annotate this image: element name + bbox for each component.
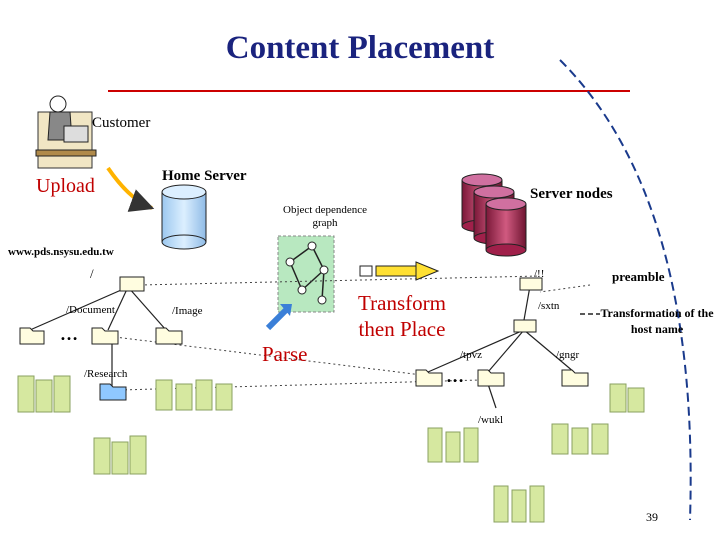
label-sxtn: /sxtn (538, 300, 560, 312)
folder-node-sxtn (513, 319, 537, 333)
label-transform: Transform then Place (358, 291, 446, 341)
folder-document-b (91, 327, 119, 345)
object-graph (277, 235, 335, 313)
mapping-line-root (139, 275, 541, 286)
doc-group-mid (93, 435, 147, 475)
doc-group-left (17, 375, 71, 413)
folder-image (155, 327, 183, 345)
home-tree-edges (29, 286, 167, 388)
label-preamble: preamble (612, 269, 665, 284)
ellipsis-right: … (446, 366, 464, 386)
ellipsis-left: … (60, 324, 78, 344)
label-transformation: Transformation of the host name (600, 306, 714, 336)
doc-group-right-c (493, 485, 545, 523)
label-research: /Research (84, 368, 128, 380)
home-server-cylinder (161, 184, 207, 250)
label-wukl: /wukl (478, 414, 504, 426)
label-home-server: Home Server (162, 168, 247, 184)
preamble-leader (539, 284, 591, 293)
customer-icon (35, 95, 97, 169)
label-tpvz: /tpvz (460, 349, 482, 361)
doc-group-right-d (609, 383, 645, 413)
doc-group-right-a (427, 427, 479, 463)
label-domain: www.pds.nsysu.edu.tw (8, 246, 114, 258)
node-tree-edges (427, 285, 575, 409)
label-gngr: /gngr (556, 349, 580, 361)
title-rule (108, 90, 630, 92)
parse-arrow (265, 307, 289, 331)
folder-gngr (561, 369, 589, 387)
label-upload: Upload (36, 175, 95, 197)
label-server-nodes: Server nodes (530, 186, 613, 202)
folder-research (99, 383, 127, 401)
upload-arrow (106, 166, 155, 212)
transform-arrow (359, 261, 440, 281)
folder-root (119, 276, 145, 292)
label-image: /Image (172, 305, 203, 317)
label-document: /Document (66, 304, 115, 316)
page-number: 39 (646, 510, 658, 524)
boundary-arc (559, 59, 692, 521)
doc-group-right-b (551, 423, 609, 455)
label-customer: Customer (92, 115, 151, 131)
label-parse: Parse (262, 342, 308, 366)
folder-tpvz-b (477, 369, 505, 387)
label-root: / (90, 266, 94, 281)
doc-group-image (155, 379, 233, 411)
folder-document-a (19, 327, 45, 345)
folder-node-root (519, 277, 543, 291)
server-node-cylinders (461, 173, 527, 257)
page-title: Content Placement (225, 30, 495, 66)
parse-arrow-head (280, 304, 292, 316)
label-object-graph: Object dependence graph (283, 204, 367, 229)
folder-tpvz (415, 369, 443, 387)
label-node-root: /!! (534, 268, 545, 280)
